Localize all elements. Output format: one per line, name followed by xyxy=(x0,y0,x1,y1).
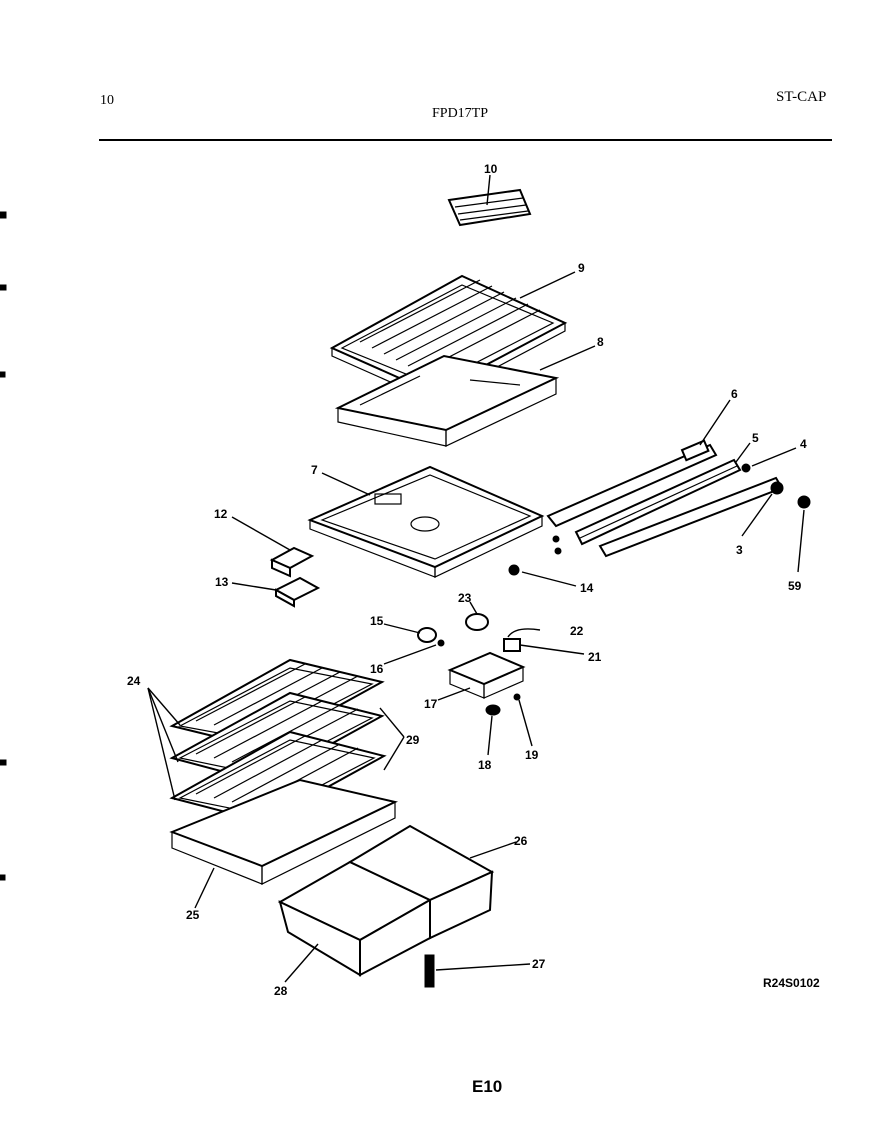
drawing-code: R24S0102 xyxy=(763,976,820,990)
header-rule xyxy=(99,139,832,141)
scan-mark xyxy=(0,874,6,881)
part-rail xyxy=(546,439,718,528)
part-crisper-cover xyxy=(169,778,398,885)
scan-mark xyxy=(0,759,7,766)
page-code: E10 xyxy=(472,1077,503,1096)
part-wire-shelves xyxy=(169,658,387,824)
part-clip-lower xyxy=(273,576,321,608)
callout-label: 18 xyxy=(478,758,492,772)
leader-lines xyxy=(147,174,805,983)
callout-label: 16 xyxy=(370,662,384,676)
callout-label: 15 xyxy=(370,614,384,628)
scan-mark xyxy=(0,371,6,378)
part-shelf-tray xyxy=(334,354,560,447)
part-spacer xyxy=(508,564,520,576)
part-crisper-pans xyxy=(277,824,495,988)
part-washer xyxy=(741,463,751,473)
callout-label: 27 xyxy=(532,957,546,971)
callout-label: 19 xyxy=(525,748,539,762)
callout-label: 59 xyxy=(788,579,802,593)
callout-label: 14 xyxy=(580,581,594,595)
callout-label: 13 xyxy=(215,575,229,589)
page-number: 10 xyxy=(100,93,114,108)
part-grille xyxy=(447,188,532,227)
callout-label: 6 xyxy=(731,387,738,401)
callout-label: 10 xyxy=(484,162,498,176)
callout-label: 24 xyxy=(127,674,141,688)
callout-label: 9 xyxy=(578,261,585,275)
callout-labels: 10 9 8 6 5 4 7 3 59 12 13 14 23 15 22 16… xyxy=(127,162,807,998)
part-clip-upper xyxy=(269,546,315,578)
callout-label: 28 xyxy=(274,984,288,998)
part-nut xyxy=(770,481,784,495)
part-lamp-assembly xyxy=(417,613,541,716)
series-code: ST-CAP xyxy=(776,89,827,105)
callout-label: 29 xyxy=(406,733,420,747)
part-main-shelf xyxy=(307,465,545,578)
callout-label: 26 xyxy=(514,834,528,848)
callout-label: 21 xyxy=(588,650,602,664)
part-screw xyxy=(797,495,811,509)
callout-label: 4 xyxy=(800,437,807,451)
callout-label: 7 xyxy=(311,463,318,477)
scan-mark xyxy=(0,284,7,291)
callout-label: 5 xyxy=(752,431,759,445)
model-number: FPD17TP xyxy=(432,106,489,121)
part-track xyxy=(552,458,742,555)
callout-label: 17 xyxy=(424,697,438,711)
callout-label: 25 xyxy=(186,908,200,922)
callout-label: 3 xyxy=(736,543,743,557)
callout-label: 23 xyxy=(458,591,472,605)
scan-mark xyxy=(0,211,7,219)
callout-label: 12 xyxy=(214,507,228,521)
callout-label: 22 xyxy=(570,624,584,638)
callout-label: 8 xyxy=(597,335,604,349)
